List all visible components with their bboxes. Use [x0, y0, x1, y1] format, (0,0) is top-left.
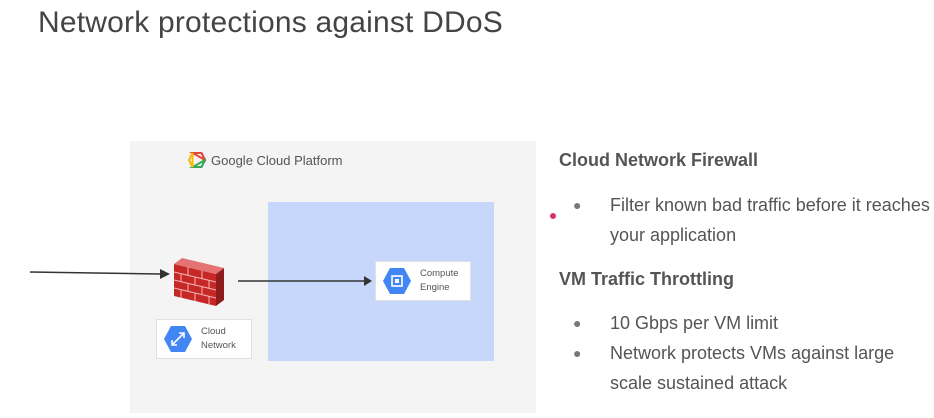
gcp-brand: Google Cloud Platform: [188, 152, 343, 168]
bullet-icon: ●: [573, 315, 582, 331]
list-item: ● Network protects VMs against large sca…: [573, 338, 930, 398]
firewall-icon: [173, 258, 224, 306]
bullet-icon: ●: [573, 197, 582, 213]
compute-label-line1: Compute: [420, 268, 459, 279]
heading-firewall: Cloud Network Firewall: [559, 150, 759, 170]
slide-title: Network protections against DDoS: [38, 6, 503, 39]
cloud-network-icon: [164, 326, 192, 352]
arrow-incoming-traffic: [30, 269, 170, 279]
compute-engine-icon: [383, 268, 411, 294]
arrow-firewall-to-compute: [238, 276, 372, 286]
compute-engine-card: Compute Engine: [375, 261, 471, 301]
heading-throttling: VM Traffic Throttling: [559, 269, 734, 289]
laser-pointer-dot: [550, 213, 556, 219]
network-label-line1: Cloud: [201, 326, 226, 337]
gcp-brand-label: Google Cloud Platform: [211, 152, 343, 168]
list-item: ● 10 Gbps per VM limit: [573, 308, 930, 338]
gcp-logo-icon: [188, 152, 206, 168]
list-item: ● Filter known bad traffic before it rea…: [573, 190, 930, 250]
bullet-icon: ●: [573, 345, 582, 361]
architecture-diagram: Google Cloud Platform Compute Engine Clo…: [130, 141, 536, 413]
compute-label-line2: Engine: [420, 282, 450, 293]
cloud-network-card: Cloud Network: [156, 319, 252, 359]
network-label-line2: Network: [201, 340, 236, 351]
